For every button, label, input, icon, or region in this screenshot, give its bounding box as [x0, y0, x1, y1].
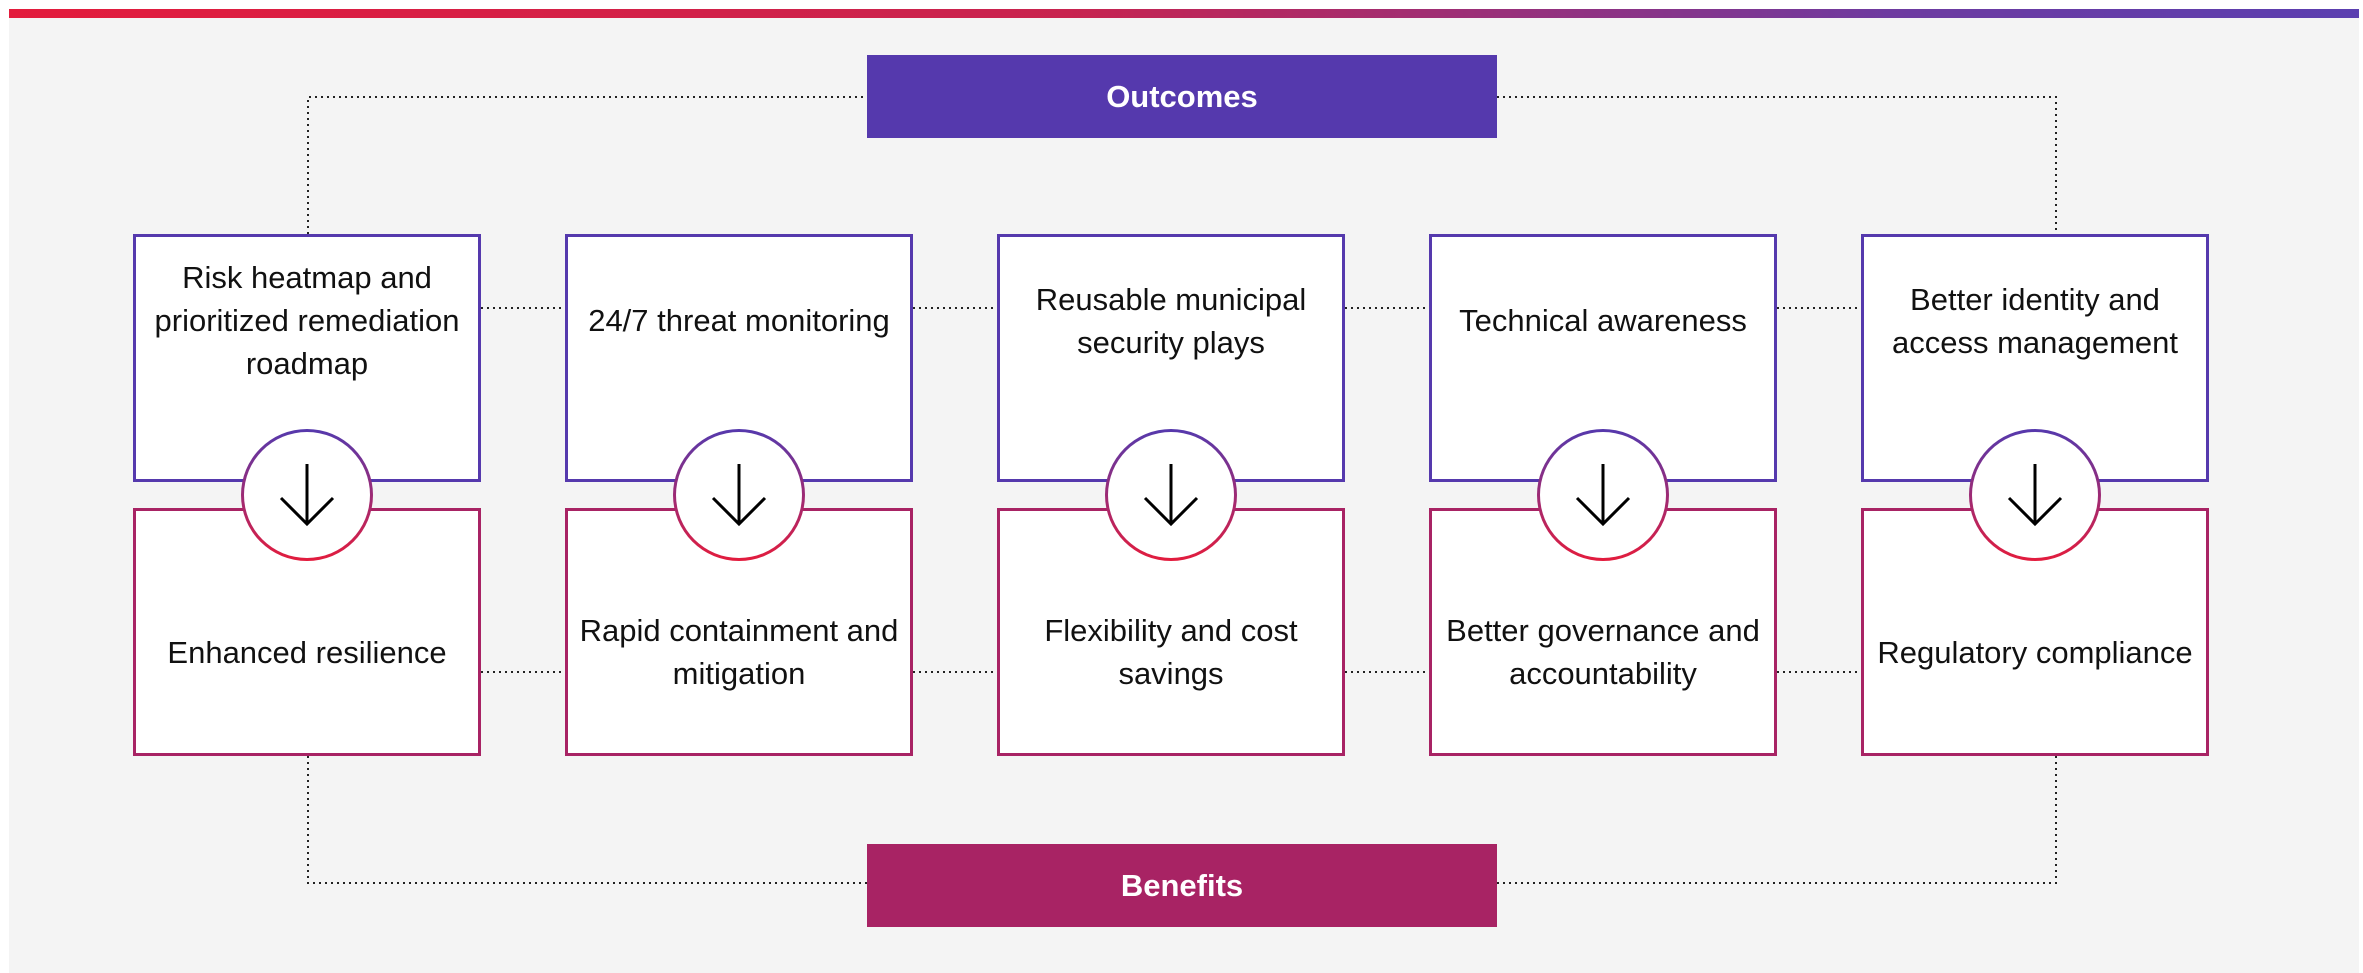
benefits-bracket-line	[307, 756, 867, 884]
benefits-bracket-line-right	[1497, 756, 2057, 884]
outcome-box: Reusable municipal security plays	[997, 234, 1345, 482]
gradient-top-bar	[9, 9, 2359, 18]
arrow-connector	[1969, 429, 2101, 561]
benefits-banner: Benefits	[867, 844, 1497, 927]
arrow-connector	[673, 429, 805, 561]
outcome-label: Technical awareness	[1459, 303, 1747, 338]
outcome-label: Reusable municipal security plays	[1035, 281, 1307, 360]
benefit-label: Regulatory compliance	[1877, 634, 2193, 670]
outcomes-banner: Outcomes	[867, 55, 1497, 138]
arrow-down-icon	[2007, 464, 2063, 527]
arrow-down-icon	[711, 464, 767, 527]
arrow-down-icon	[1143, 464, 1199, 527]
benefit-label: Enhanced resilience	[167, 634, 447, 670]
outcome-label: 24/7 threat monitoring	[588, 303, 890, 338]
benefit-box: Regulatory compliance	[1861, 508, 2209, 756]
benefit-label: Better governance and accountability	[1446, 613, 1760, 691]
arrow-connector	[241, 429, 373, 561]
outcome-label: Risk heatmap and prioritized remediation…	[154, 260, 460, 381]
arrow-down-icon	[279, 464, 335, 527]
benefit-label: Rapid containment and mitigation	[579, 613, 899, 691]
arrow-connector	[1537, 429, 1669, 561]
outcomes-bracket-line	[307, 96, 867, 234]
outcome-box: Technical awareness	[1429, 234, 1777, 482]
benefit-label: Flexibility and cost savings	[1044, 613, 1298, 691]
arrow-down-icon	[1575, 464, 1631, 527]
benefit-box: Flexibility and cost savings	[997, 508, 1345, 756]
outcome-label: Better identity and access management	[1891, 281, 2179, 360]
outcomes-bracket-line-right	[1497, 96, 2057, 234]
arrow-connector	[1105, 429, 1237, 561]
